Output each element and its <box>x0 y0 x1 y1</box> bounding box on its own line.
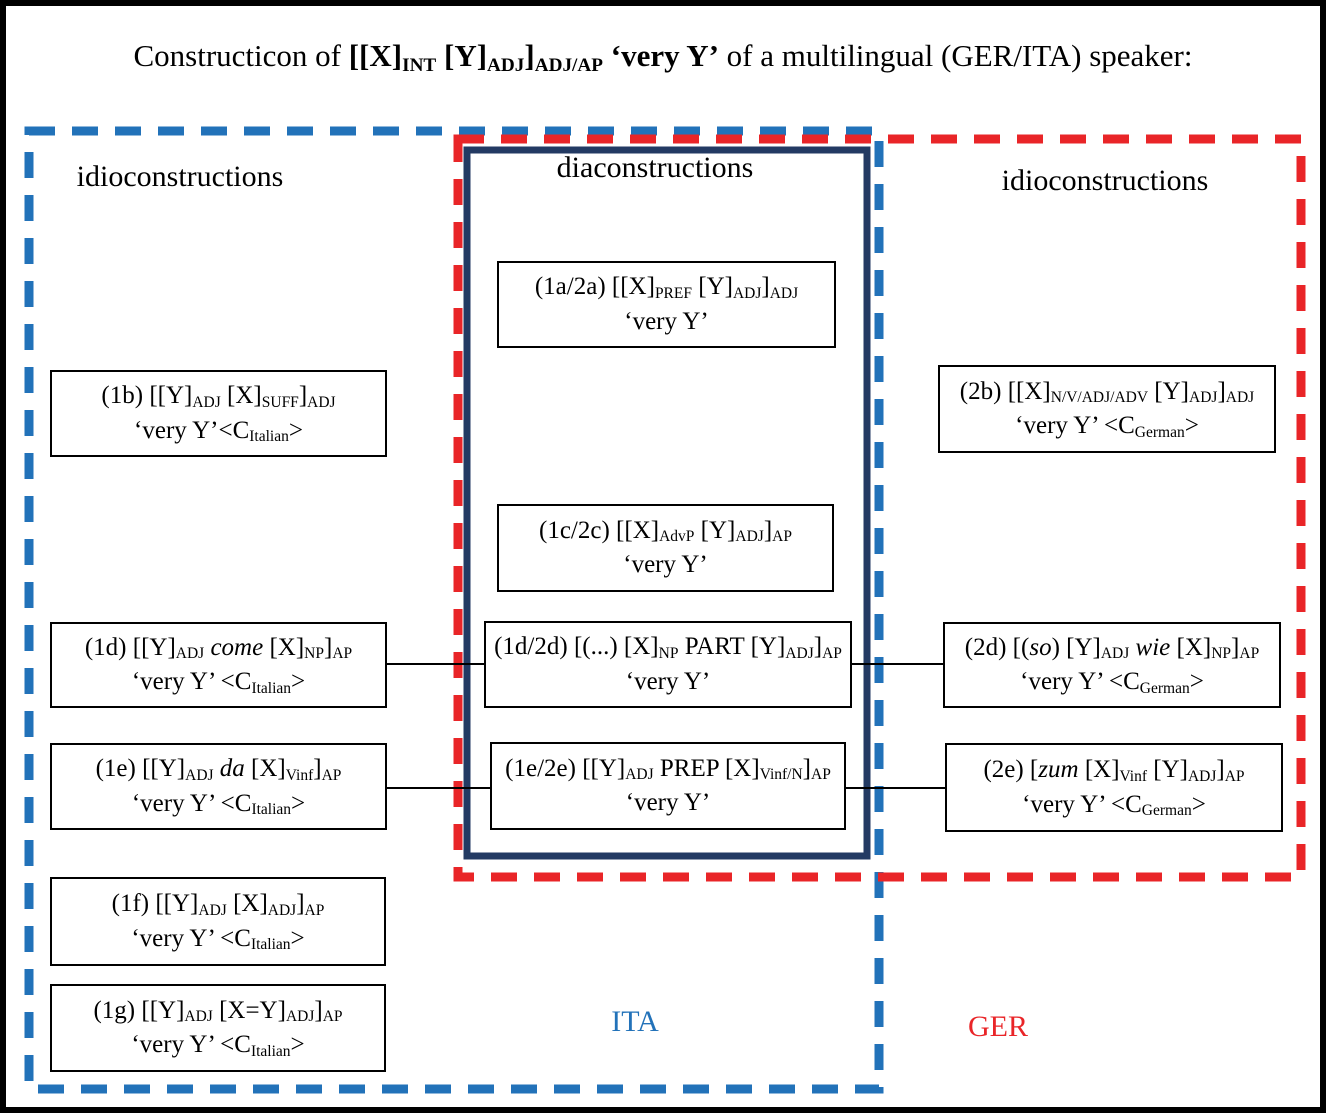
heading-idioconstructions-right: idioconstructions <box>1001 164 1209 197</box>
formula-line: (1e/2e) [[Y]ADJ PREP [X]Vinf/N]AP <box>505 754 831 784</box>
gloss-line: ‘very Y’ <CItalian> <box>131 924 305 954</box>
formula-line: (1d/2d) [(...) [X]NP PART [Y]ADJ]AP <box>494 633 842 662</box>
language-label-ita: ITA <box>611 1005 659 1038</box>
construction-box-1c2c: (1c/2c) [[X]AdvP [Y]ADJ]AP ‘very Y’ <box>497 504 834 592</box>
formula-line: (1d) [[Y]ADJ come [X]NP]AP <box>84 633 353 663</box>
construction-box-2d: (2d) [(so) [Y]ADJ wie [X]NP]AP ‘very Y’ … <box>943 622 1281 708</box>
formula-line: (2b) [[X]N/V/ADJ/ADV [Y]ADJ]ADJ <box>959 377 1255 407</box>
gloss-line: ‘very Y’ <box>625 667 711 695</box>
construction-box-2e: (2e) [zum [X]Vinf [Y]ADJ]AP ‘very Y’ <CG… <box>945 743 1283 832</box>
formula-line: (1g) [[Y]ADJ [X=Y]ADJ]AP <box>93 996 343 1026</box>
diagram-title: Constructicon of [[X]INT [Y]ADJ]ADJ/AP ‘… <box>133 38 1193 76</box>
formula-line: (1e) [[Y]ADJ da [X]Vinf]AP <box>95 755 342 784</box>
construction-box-2b: (2b) [[X]N/V/ADJ/ADV [Y]ADJ]ADJ ‘very Y’… <box>938 365 1276 453</box>
formula-line: (2e) [zum [X]Vinf [Y]ADJ]AP <box>983 756 1245 785</box>
construction-box-1a2a: (1a/2a) [[X]PREF [Y]ADJ]ADJ ‘very Y’ <box>497 261 836 348</box>
gloss-line: ‘very Y’ <CItalian> <box>131 1031 305 1060</box>
formula-line: (1c/2c) [[X]AdvP [Y]ADJ]AP <box>539 516 792 546</box>
gloss-line: ‘very Y’ <box>625 789 711 816</box>
construction-box-1g: (1g) [[Y]ADJ [X=Y]ADJ]AP ‘very Y’ <CItal… <box>50 984 386 1072</box>
construction-box-1b: (1b) [[Y]ADJ [X]SUFF]ADJ ‘very Y’<CItali… <box>50 370 387 457</box>
construction-box-1f: (1f) [[Y]ADJ [X]ADJ]AP ‘very Y’ <CItalia… <box>50 877 386 966</box>
gloss-line: ‘very Y’ <box>624 307 709 335</box>
gloss-line: ‘very Y’ <CGerman> <box>1020 668 1204 697</box>
construction-box-1d2d: (1d/2d) [(...) [X]NP PART [Y]ADJ]AP ‘ver… <box>484 621 852 708</box>
gloss-line: ‘very Y’<CItalian> <box>134 416 303 446</box>
formula-line: (2d) [(so) [Y]ADJ wie [X]NP]AP <box>964 633 1260 663</box>
formula-line: (1b) [[Y]ADJ [X]SUFF]ADJ <box>101 382 336 411</box>
construction-box-1e2e: (1e/2e) [[Y]ADJ PREP [X]Vinf/N]AP ‘very … <box>490 742 846 830</box>
gloss-line: ‘very Y’ <CGerman> <box>1022 790 1206 820</box>
gloss-line: ‘very Y’ <CGerman> <box>1015 412 1199 441</box>
formula-line: (1f) [[Y]ADJ [X]ADJ]AP <box>111 890 325 919</box>
language-label-ger: GER <box>968 1010 1028 1043</box>
gloss-line: ‘very Y’ <CItalian> <box>131 668 306 697</box>
diaconstructions-solid-border <box>463 146 871 860</box>
ger-region-dashed-border <box>453 134 1306 882</box>
formula-line: (1a/2a) [[X]PREF [Y]ADJ]ADJ <box>534 273 799 302</box>
construction-box-1d: (1d) [[Y]ADJ come [X]NP]AP ‘very Y’ <CIt… <box>50 622 387 708</box>
gloss-line: ‘very Y’ <CItalian> <box>131 789 306 819</box>
gloss-line: ‘very Y’ <box>623 551 708 578</box>
heading-diaconstructions: diaconstructions <box>556 151 754 184</box>
heading-idioconstructions-left: idioconstructions <box>76 160 284 193</box>
construction-box-1e: (1e) [[Y]ADJ da [X]Vinf]AP ‘very Y’ <CIt… <box>50 743 387 830</box>
